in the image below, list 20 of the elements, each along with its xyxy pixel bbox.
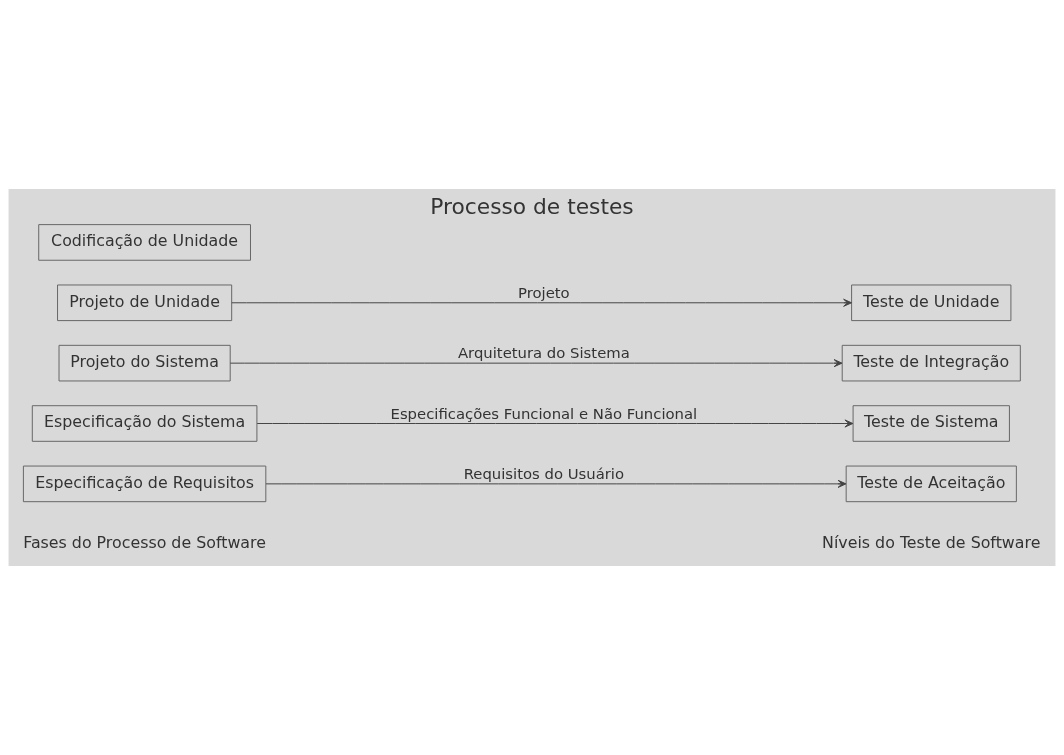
arrow [231,298,853,307]
node-box: Teste de Integração [841,344,1021,382]
arrow [229,359,843,368]
label: Fases do Processo de Software [23,532,266,552]
arrow [256,419,854,428]
edge-label: Projeto [518,283,570,301]
edge-label: Especificações Funcional e Não Funcional [390,404,698,422]
node-box: Teste de Unidade [851,284,1012,322]
node-box: Codificação de Unidade [38,224,251,261]
edge-label: Requisitos do Usuário [463,464,625,482]
edge-label: Arquitetura do Sistema [457,344,630,362]
node-box: Teste de Sistema [852,405,1010,442]
diagram-title: Processo de testes [430,194,634,220]
node-box: Especificação de Requisitos [22,465,267,503]
node-box: Teste de Aceitação [845,465,1017,503]
arrow [265,479,847,488]
node-box: Projeto de Unidade [57,284,233,322]
node-box: Especificação do Sistema [31,405,258,442]
label: Níveis do Teste de Software [822,532,1041,552]
node-box: Projeto do Sistema [58,344,231,382]
